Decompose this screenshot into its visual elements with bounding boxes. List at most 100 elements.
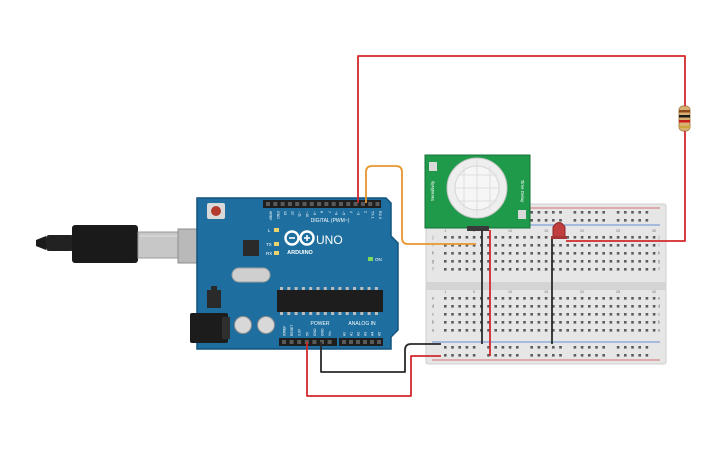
rail-hole[interactable] (624, 219, 627, 222)
rail-hole[interactable] (537, 211, 541, 214)
breadboard-hole[interactable] (616, 297, 620, 300)
rail-hole[interactable] (552, 211, 555, 214)
breadboard-hole[interactable] (544, 268, 548, 271)
breadboard-hole[interactable] (530, 236, 533, 239)
breadboard-hole[interactable] (465, 313, 469, 316)
digital-pin-hole[interactable] (317, 202, 322, 206)
rail-hole[interactable] (552, 219, 555, 222)
breadboard-hole[interactable] (602, 305, 605, 308)
breadboard-hole[interactable] (508, 321, 512, 324)
breadboard-hole[interactable] (487, 329, 490, 332)
breadboard-hole[interactable] (516, 321, 519, 324)
breadboard-hole[interactable] (508, 236, 512, 239)
breadboard-hole[interactable] (609, 313, 613, 316)
rail-hole[interactable] (638, 354, 641, 357)
rail-hole[interactable] (458, 346, 461, 349)
breadboard-hole[interactable] (624, 313, 627, 316)
rail-hole[interactable] (552, 346, 555, 349)
breadboard-hole[interactable] (602, 268, 605, 271)
breadboard-hole[interactable] (573, 236, 577, 239)
breadboard-hole[interactable] (588, 236, 591, 239)
breadboard-hole[interactable] (616, 244, 620, 247)
breadboard-hole[interactable] (609, 297, 613, 300)
breadboard-hole[interactable] (552, 297, 555, 300)
rail-hole[interactable] (616, 211, 620, 214)
breadboard-hole[interactable] (501, 297, 505, 300)
breadboard-hole[interactable] (652, 236, 656, 239)
rail-hole[interactable] (465, 354, 469, 357)
breadboard-hole[interactable] (595, 305, 598, 308)
rail-hole[interactable] (516, 354, 519, 357)
breadboard-hole[interactable] (624, 260, 627, 263)
breadboard-hole[interactable] (494, 252, 497, 255)
rail-hole[interactable] (616, 346, 620, 349)
rail-hole[interactable] (544, 211, 548, 214)
breadboard-hole[interactable] (501, 236, 505, 239)
analog-pin-hole[interactable] (349, 340, 353, 344)
breadboard-hole[interactable] (530, 321, 533, 324)
breadboard-hole[interactable] (552, 305, 555, 308)
breadboard-hole[interactable] (523, 252, 526, 255)
breadboard-hole[interactable] (631, 268, 634, 271)
breadboard-hole[interactable] (487, 313, 490, 316)
breadboard-hole[interactable] (516, 329, 519, 332)
rail-hole[interactable] (595, 354, 598, 357)
breadboard-hole[interactable] (609, 252, 613, 255)
breadboard-hole[interactable] (616, 313, 620, 316)
breadboard-hole[interactable] (537, 268, 541, 271)
breadboard-hole[interactable] (465, 329, 469, 332)
rail-hole[interactable] (451, 346, 454, 349)
breadboard-hole[interactable] (458, 297, 461, 300)
rail-hole[interactable] (580, 354, 584, 357)
rail-hole[interactable] (645, 211, 649, 214)
breadboard-hole[interactable] (552, 244, 555, 247)
breadboard-hole[interactable] (537, 260, 541, 263)
breadboard-hole[interactable] (516, 260, 519, 263)
breadboard-hole[interactable] (458, 252, 461, 255)
breadboard-hole[interactable] (638, 329, 641, 332)
breadboard-hole[interactable] (638, 297, 641, 300)
rail-hole[interactable] (451, 354, 454, 357)
breadboard-hole[interactable] (566, 236, 569, 239)
rail-hole[interactable] (624, 211, 627, 214)
rail-hole[interactable] (580, 219, 584, 222)
breadboard-hole[interactable] (508, 313, 512, 316)
breadboard-hole[interactable] (588, 260, 591, 263)
breadboard-hole[interactable] (573, 244, 577, 247)
breadboard-hole[interactable] (595, 236, 598, 239)
breadboard-hole[interactable] (588, 321, 591, 324)
rail-hole[interactable] (501, 346, 505, 349)
breadboard-hole[interactable] (544, 236, 548, 239)
rail-hole[interactable] (544, 219, 548, 222)
breadboard-hole[interactable] (523, 236, 526, 239)
breadboard-hole[interactable] (588, 313, 591, 316)
breadboard-hole[interactable] (645, 297, 649, 300)
breadboard-hole[interactable] (465, 236, 469, 239)
analog-pin-hole[interactable] (363, 340, 367, 344)
breadboard-hole[interactable] (472, 252, 476, 255)
breadboard-hole[interactable] (537, 252, 541, 255)
breadboard-hole[interactable] (602, 313, 605, 316)
rail-hole[interactable] (465, 346, 469, 349)
breadboard-hole[interactable] (609, 321, 613, 324)
breadboard-hole[interactable] (602, 236, 605, 239)
breadboard-hole[interactable] (444, 252, 447, 255)
breadboard-hole[interactable] (645, 321, 649, 324)
breadboard-hole[interactable] (602, 260, 605, 263)
breadboard-hole[interactable] (580, 252, 584, 255)
breadboard-hole[interactable] (465, 321, 469, 324)
breadboard-hole[interactable] (616, 321, 620, 324)
pir-pot-left[interactable] (429, 162, 437, 171)
breadboard-hole[interactable] (465, 268, 469, 271)
breadboard-hole[interactable] (451, 329, 454, 332)
rail-hole[interactable] (530, 354, 533, 357)
breadboard-hole[interactable] (638, 313, 641, 316)
breadboard-hole[interactable] (616, 260, 620, 263)
breadboard-hole[interactable] (595, 244, 598, 247)
breadboard-hole[interactable] (544, 244, 548, 247)
breadboard-hole[interactable] (444, 329, 447, 332)
breadboard-hole[interactable] (573, 329, 577, 332)
digital-pin-hole[interactable] (295, 202, 300, 206)
rail-hole[interactable] (444, 346, 447, 349)
breadboard-hole[interactable] (616, 268, 620, 271)
